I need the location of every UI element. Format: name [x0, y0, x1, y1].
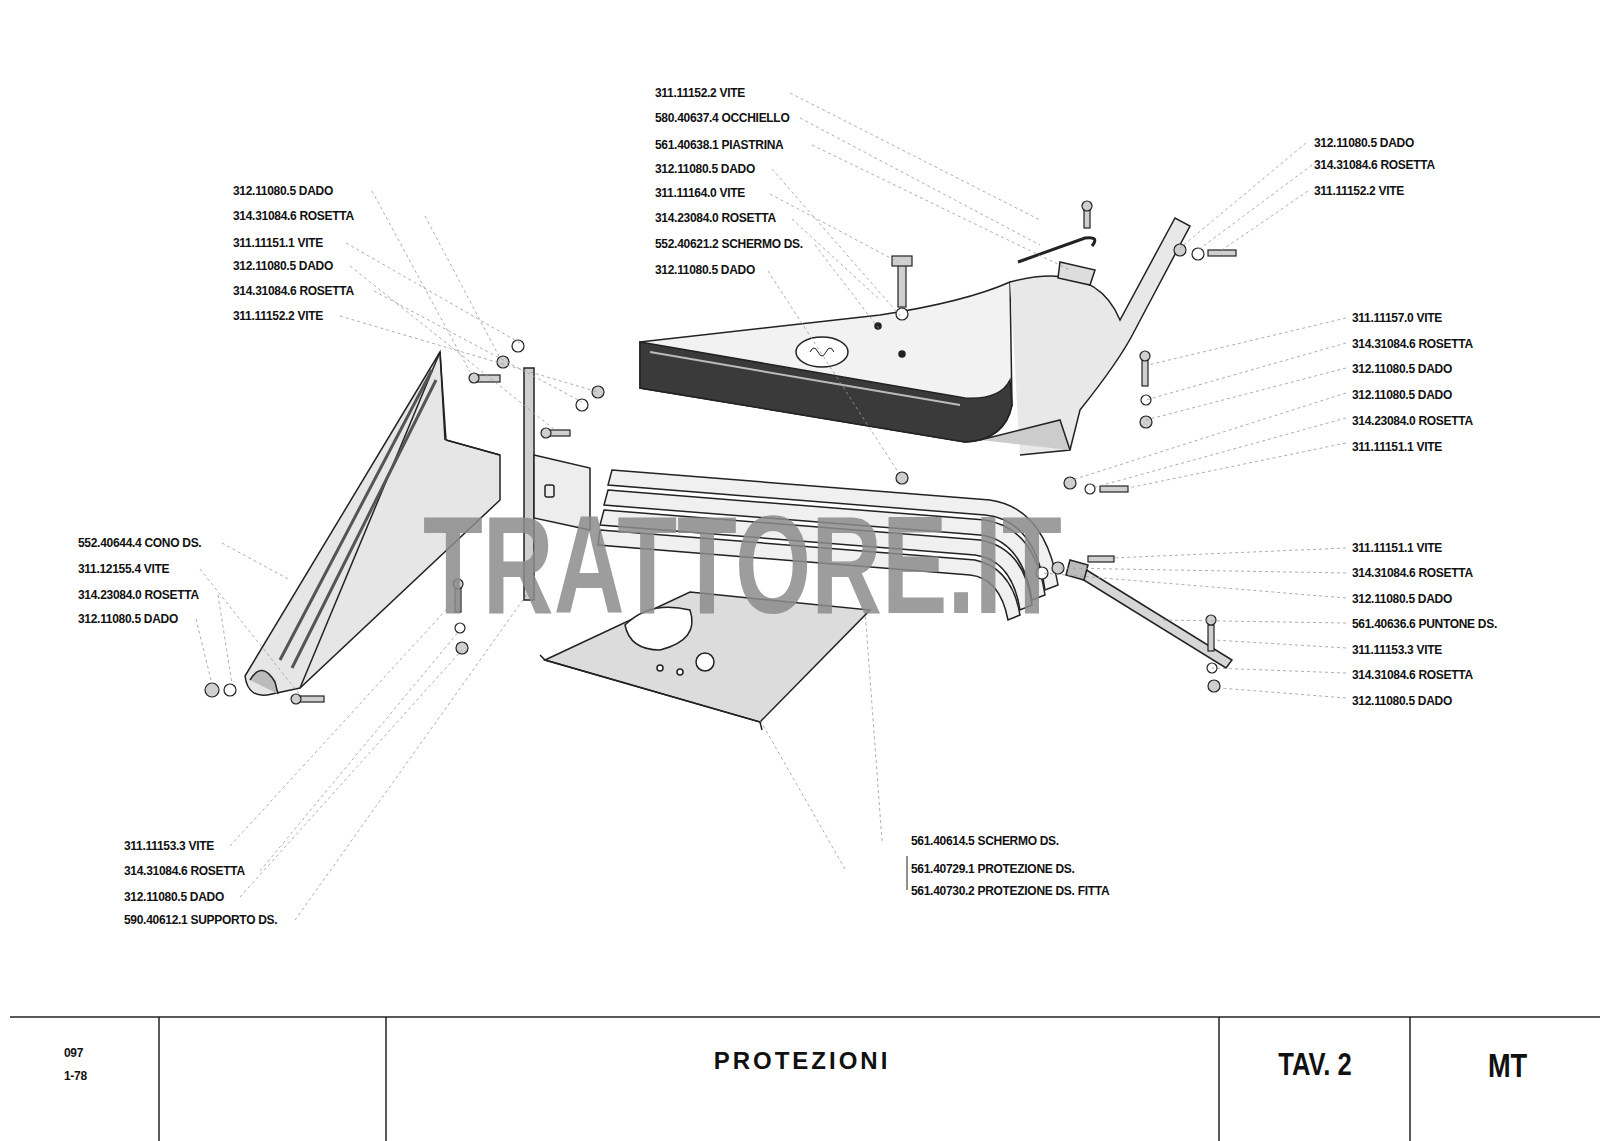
part-label: 561.40730.2 PROTEZIONE DS. FITTA: [911, 883, 1109, 899]
sheet-code: TAV. 2: [1278, 1048, 1352, 1080]
part-label: 312.11080.5 DADO: [1314, 135, 1414, 151]
part-label: 311.11151.1 VITE: [1352, 439, 1442, 455]
part-label: 311.11157.0 VITE: [1352, 310, 1442, 326]
part-label: 314.31084.6 ROSETTA: [1314, 157, 1435, 173]
part-label: 314.31084.6 ROSETTA: [1352, 565, 1473, 581]
part-label: 311.11151.1 VITE: [233, 235, 323, 251]
part-label: 314.31084.6 ROSETTA: [233, 208, 354, 224]
sheet-info: 1-78: [64, 1068, 87, 1084]
part-label: 561.40638.1 PIASTRINA: [655, 137, 783, 153]
part-label: 311.12155.4 VITE: [78, 561, 169, 577]
part-label: 312.11080.5 DADO: [1352, 591, 1452, 607]
part-label: 561.40636.6 PUNTONE DS.: [1352, 616, 1497, 632]
part-label: 312.11080.5 DADO: [1352, 361, 1452, 377]
part-label: 580.40637.4 OCCHIELLO: [655, 110, 789, 126]
part-label: 311.11164.0 VITE: [655, 185, 745, 201]
part-label: 314.31084.6 ROSETTA: [233, 283, 354, 299]
sheet-info: 097: [64, 1045, 83, 1061]
part-label: 312.11080.5 DADO: [233, 183, 333, 199]
part-label: 311.11152.2 VITE: [1314, 183, 1404, 199]
part-label: 311.11151.1 VITE: [1352, 540, 1442, 556]
sheet-code: MT: [1487, 1048, 1526, 1082]
part-label: 314.31084.6 ROSETTA: [1352, 667, 1473, 683]
part-label: 314.31084.6 ROSETTA: [1352, 336, 1473, 352]
part-label: 311.11152.2 VITE: [655, 85, 745, 101]
part-label: 312.11080.5 DADO: [78, 611, 178, 627]
part-label: 311.11153.3 VITE: [124, 838, 214, 854]
part-label: 312.11080.5 DADO: [233, 258, 333, 274]
part-label: 590.40612.1 SUPPORTO DS.: [124, 912, 277, 928]
part-label: 552.40621.2 SCHERMO DS.: [655, 236, 803, 252]
part-label: 314.23084.0 ROSETTA: [1352, 413, 1473, 429]
watermark: TRATTORE.IT: [423, 495, 1062, 635]
part-label: 311.11152.2 VITE: [233, 308, 323, 324]
part-label: 314.23084.0 ROSETTA: [655, 210, 776, 226]
part-label: 312.11080.5 DADO: [1352, 693, 1452, 709]
part-label: 311.11153.3 VITE: [1352, 642, 1442, 658]
part-label: 561.40614.5 SCHERMO DS.: [911, 833, 1059, 849]
part-label: 314.31084.6 ROSETTA: [124, 863, 245, 879]
part-label: 312.11080.5 DADO: [124, 889, 224, 905]
sheet-title: PROTEZIONI: [714, 1048, 891, 1074]
part-label: 561.40729.1 PROTEZIONE DS.: [911, 861, 1075, 877]
part-label: 312.11080.5 DADO: [1352, 387, 1452, 403]
part-label: 312.11080.5 DADO: [655, 262, 755, 278]
part-label: 314.23084.0 ROSETTA: [78, 587, 199, 603]
part-label: 552.40644.4 CONO DS.: [78, 535, 201, 551]
part-label: 312.11080.5 DADO: [655, 161, 755, 177]
